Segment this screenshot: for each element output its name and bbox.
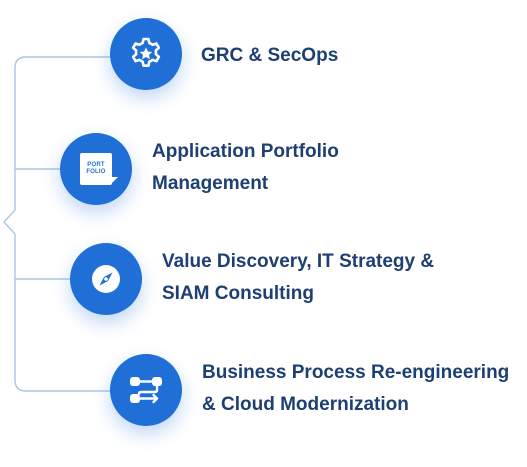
portfolio-badge-text-top: PORT (87, 162, 105, 168)
service-label-line: SIAM Consulting (162, 283, 314, 304)
compass-icon (92, 265, 120, 293)
gear-star-icon-circle (110, 18, 182, 90)
service-label-grc: GRC & SecOps (201, 40, 338, 72)
portfolio-badge-icon: PORT FOLIO (80, 153, 118, 185)
service-label-line: GRC & SecOps (201, 45, 339, 66)
portfolio-badge-icon-circle: PORT FOLIO (60, 133, 132, 205)
service-label-value-discovery: Value Discovery, IT Strategy & SIAM Cons… (162, 246, 434, 310)
service-label-line: & Cloud Modernization (202, 394, 409, 415)
portfolio-badge-text-bottom: FOLIO (86, 169, 106, 175)
bracket-line (3, 56, 112, 392)
service-label-line: Management (152, 173, 269, 194)
gear-star-icon (131, 37, 161, 67)
service-label-line: Business Process Re-engineering (202, 362, 510, 383)
service-label-portfolio: Application Portfolio Management (152, 136, 339, 200)
process-flow-icon-circle (110, 354, 182, 426)
service-label-business-process: Business Process Re-engineering & Cloud … (202, 357, 509, 421)
compass-icon-circle (70, 243, 142, 315)
process-flow-icon (130, 377, 162, 404)
service-label-line: Application Portfolio (152, 141, 339, 162)
service-label-line: Value Discovery, IT Strategy & (162, 251, 435, 272)
